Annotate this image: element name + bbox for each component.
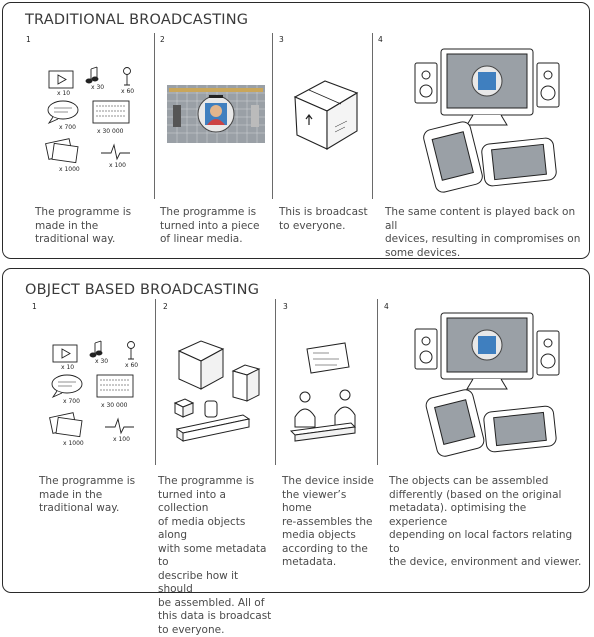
sketch-label: x 100 <box>109 162 126 169</box>
step-caption: The device inside the viewer’s home re-a… <box>282 475 374 568</box>
sketch-label: x 30 <box>91 84 104 91</box>
music-note-icon <box>89 352 97 358</box>
reassembly-sketch <box>289 342 357 442</box>
music-note-icon <box>85 78 93 84</box>
sketch-label: x 1000 <box>59 166 80 173</box>
sketch-label: x 10 <box>57 90 70 97</box>
step-caption: This is broadcast to everyone. <box>279 206 368 232</box>
step-divider <box>377 299 378 465</box>
step-caption: The programme is made in the traditional… <box>35 206 132 245</box>
person-icon <box>339 389 351 401</box>
sketch-label: x 60 <box>125 362 138 369</box>
step-divider <box>272 33 273 199</box>
step-caption: The same content is played back on all d… <box>385 206 581 259</box>
sketch-label: x 60 <box>121 88 134 95</box>
microphone-icon <box>123 67 131 75</box>
step-number: 2 <box>163 302 168 311</box>
sketch-label: x 700 <box>63 398 80 405</box>
section-title: TRADITIONAL BROADCASTING <box>25 12 249 28</box>
text-block-icon <box>96 374 134 398</box>
waveform-icon <box>101 143 130 161</box>
sketch-label: x 30 000 <box>97 128 124 135</box>
media-assets-sketch: x 10 x 30 x 60 x 700 x 30 000 x 1000 x 1… <box>49 340 138 447</box>
video-frame-icon <box>52 344 78 363</box>
person-icon <box>299 391 311 403</box>
sketch-label: x 1000 <box>63 440 84 447</box>
section-title: OBJECT BASED BROADCASTING <box>25 282 260 298</box>
metadata-document-icon <box>306 342 350 374</box>
step-divider <box>372 33 373 199</box>
step-divider <box>155 299 156 465</box>
sketch-label: x 100 <box>113 436 130 443</box>
speech-bubble-icon <box>51 374 83 394</box>
test-card-image <box>167 85 265 143</box>
step-divider <box>154 33 155 199</box>
sketch-label: x 10 <box>61 364 74 371</box>
step-caption: The programme is turned into a collectio… <box>158 475 272 636</box>
microphone-icon <box>127 341 135 349</box>
object-based-broadcasting-panel: OBJECT BASED BROADCASTING 1 2 3 4 x 10 x… <box>2 268 590 636</box>
sketch-label: x 30 000 <box>101 402 128 409</box>
waveform-icon <box>105 417 134 435</box>
step-caption: The programme is made in the traditional… <box>39 475 136 514</box>
traditional-broadcasting-panel: TRADITIONAL BROADCASTING 1 2 3 4 x 10 x … <box>2 2 590 259</box>
step-number: 3 <box>279 35 284 44</box>
sketch-label: x 30 <box>95 358 108 365</box>
video-frame-icon <box>48 70 74 89</box>
step-number: 3 <box>283 302 288 311</box>
playback-devices-sketch <box>414 48 560 193</box>
step-number: 4 <box>384 302 389 311</box>
step-number: 1 <box>32 302 37 311</box>
step-caption: The programme is turned into a piece of … <box>160 206 260 245</box>
broadcast-box-sketch <box>293 80 359 150</box>
speech-bubble-icon <box>47 100 79 120</box>
sketch-label: x 700 <box>59 124 76 131</box>
step-number: 1 <box>26 35 31 44</box>
media-assets-sketch: x 10 x 30 x 60 x 700 x 30 000 x 1000 x 1… <box>45 66 134 173</box>
step-number: 2 <box>160 35 165 44</box>
playback-devices-sketch <box>414 312 560 457</box>
step-divider <box>275 299 276 465</box>
step-caption: The objects can be assembled differently… <box>389 475 582 568</box>
step-number: 4 <box>378 35 383 44</box>
media-objects-sketch <box>173 340 261 442</box>
text-block-icon <box>92 100 130 124</box>
